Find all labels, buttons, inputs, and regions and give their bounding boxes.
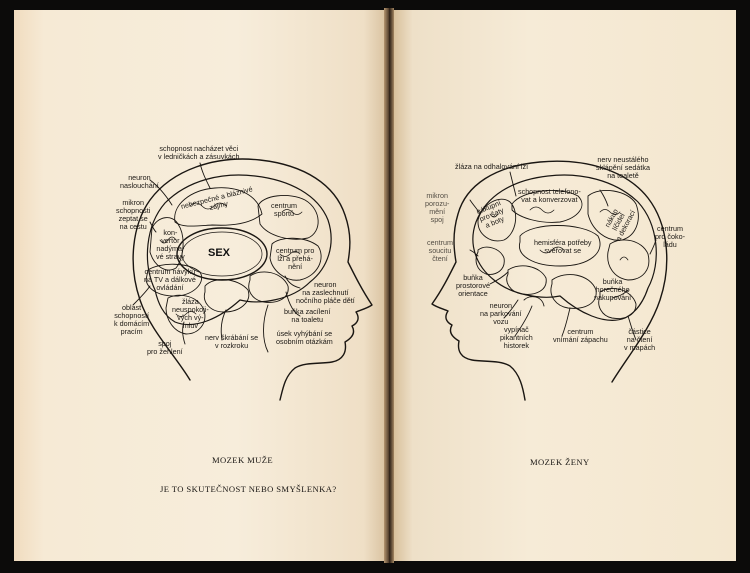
label-map-reading: částice na čtení v mapách (624, 327, 656, 352)
label-groin-nerve: nerv škrábání se v rozkroku (205, 333, 259, 350)
label-remote-control: centrum návyku na TV a dálkové ovládání (144, 267, 196, 292)
label-listening-neuron: neuron naslouchání (120, 173, 159, 190)
book-gutter (384, 8, 394, 563)
label-excuses-gland: žláza neuspokoji- vých vý- mluv (172, 297, 209, 330)
label-understanding-micron: mikron porozu- mění spoj (425, 191, 450, 224)
label-lies-center: centrum pro lži a přehá- nění (276, 246, 315, 271)
label-smell-center: centrum vnímání zápachu (553, 327, 608, 344)
label-spatial-orientation: buňka prostorové orientace (456, 273, 490, 298)
label-gossip-switch: vypínač pikantních historek (500, 325, 533, 350)
label-ironing-link: spoj pro žehlení (147, 339, 183, 356)
label-chocolate-center: centrum pro čoko- ládu (655, 224, 685, 249)
label-parking-neuron: neuron na parkování vozu (480, 301, 522, 326)
label-toilet-cell: buňka zacílení na toaletu (284, 307, 331, 324)
label-housework-area: oblast schopností k domácím pracím (114, 303, 150, 336)
footer-question: JE TO SKUTEČNOST NEBO SMYŠLENKA? (160, 484, 337, 494)
label-lie-detection-gland: žláza na odhalování lží (455, 162, 529, 171)
label-ask-directions: mikron schopnosti zeptat se na cestu (116, 198, 151, 231)
label-avoid-questions: úsek vyhýbání se osobním otázkám (276, 329, 333, 346)
label-phone-ability: schopnost telefono- vat a konverzovat (518, 187, 581, 204)
label-find-things: schopnost nacházet věci v ledničkách a z… (158, 144, 240, 161)
label-sports-center: centrum sportů (271, 201, 297, 218)
male-brain-caption: MOZEK MUŽE (212, 455, 274, 465)
label-confide-hemisphere: hemisféra potřeby svěřovat se (534, 238, 592, 255)
label-toilet-seat-nerve: nerv neustálého sklápění sedátka na toal… (596, 155, 650, 180)
label-shopping-cell: buňka horečného nakupování (594, 277, 632, 302)
right-page (392, 10, 736, 561)
label-compassion-center: centrum soucitu čtení (427, 238, 453, 263)
sex-center-label: SEX (208, 247, 231, 259)
label-night-neuron: neuron na zaslechnutí nočního pláče dětí (296, 280, 355, 305)
female-brain-caption: MOZEK ŽENY (530, 457, 590, 467)
left-page (14, 10, 386, 561)
label-converter: kon- vertor nadýma- vé stravy (156, 228, 185, 261)
